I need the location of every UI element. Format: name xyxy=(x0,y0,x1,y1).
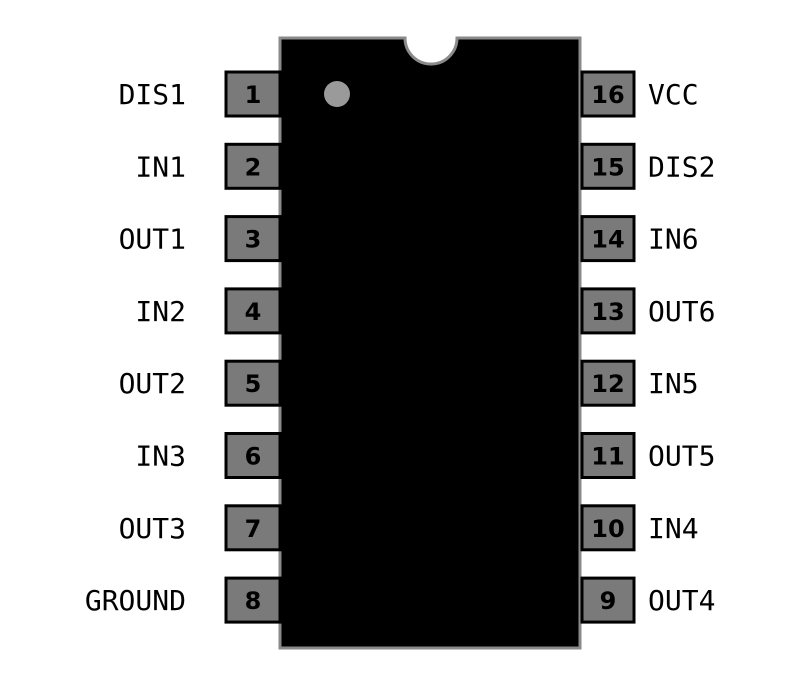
chip-body xyxy=(278,36,582,650)
pin-14-lead xyxy=(580,215,636,263)
pin-label: DIS2 xyxy=(648,150,715,183)
pin-7: 7 OUT3 xyxy=(119,504,282,552)
pin-10: 10 IN4 xyxy=(580,504,699,552)
pin-label: DIS1 xyxy=(119,78,186,111)
pin-number: 13 xyxy=(591,298,624,326)
pin-number: 5 xyxy=(245,370,262,398)
pin-1: 1 DIS1 xyxy=(119,70,282,118)
pin-16: 16 VCC xyxy=(580,70,699,118)
pin-number: 3 xyxy=(245,226,262,254)
pin-label: IN2 xyxy=(135,295,186,328)
pin-2: 2 IN1 xyxy=(135,142,282,190)
pin-3-lead xyxy=(224,215,282,263)
pin-16-lead xyxy=(580,70,636,118)
pin-5-lead xyxy=(224,359,282,407)
pin-12: 12 IN5 xyxy=(580,359,699,407)
pin-label: OUT4 xyxy=(648,584,715,617)
pin-8: 8 GROUND xyxy=(85,576,282,624)
pin-15-lead xyxy=(580,142,636,190)
right-pin-column: 16 VCC 15 DIS2 14 IN6 13 OUT6 12 IN5 11 OUT5 10 IN4 9 O… xyxy=(580,70,715,624)
pin-13: 13 OUT6 xyxy=(580,287,715,335)
pin-label: OUT5 xyxy=(648,440,715,473)
pin-number: 7 xyxy=(245,515,262,543)
pin-number: 8 xyxy=(245,587,262,615)
pin-label: OUT1 xyxy=(119,223,186,256)
pin-11: 11 OUT5 xyxy=(580,432,715,479)
pin-label: OUT6 xyxy=(648,295,715,328)
pin-number: 2 xyxy=(245,153,262,181)
pin-5: 5 OUT2 xyxy=(119,359,282,407)
pin-number: 9 xyxy=(600,587,617,615)
pin-9-lead xyxy=(580,576,636,624)
pin-number: 10 xyxy=(591,515,624,543)
pin-13-lead xyxy=(580,287,636,335)
pin-label: IN5 xyxy=(648,367,699,400)
pin-number: 11 xyxy=(591,443,624,471)
pin-12-lead xyxy=(580,359,636,407)
pin-11-lead xyxy=(580,432,636,479)
pin-number: 12 xyxy=(591,370,624,398)
pin-label: VCC xyxy=(648,78,699,111)
pin-label: IN3 xyxy=(135,440,186,473)
pin-4: 4 IN2 xyxy=(135,287,282,335)
pin-14: 14 IN6 xyxy=(580,215,699,263)
pin-label: IN6 xyxy=(648,223,699,256)
pin-label: OUT3 xyxy=(119,512,186,545)
pin-label: OUT2 xyxy=(119,367,186,400)
pin-number: 16 xyxy=(591,81,624,109)
left-pin-column: 1 DIS1 2 IN1 3 OUT1 4 IN2 5 OUT2 6 IN3 7 OUT3 8 GROUND xyxy=(85,70,282,624)
pin-9: 9 OUT4 xyxy=(580,576,715,624)
pin-label: GROUND xyxy=(85,584,186,617)
pin-label: IN1 xyxy=(135,150,186,183)
pin-7-lead xyxy=(224,504,282,552)
pin-number: 1 xyxy=(245,81,262,109)
pin-6: 6 IN3 xyxy=(135,432,282,479)
pin-10-lead xyxy=(580,504,636,552)
pin-6-lead xyxy=(224,432,282,479)
pin-4-lead xyxy=(224,287,282,335)
pin-number: 6 xyxy=(245,443,262,471)
pin-2-lead xyxy=(224,142,282,190)
pin1-indicator-dot xyxy=(324,81,350,107)
pin-15: 15 DIS2 xyxy=(580,142,715,190)
pin-label: IN4 xyxy=(648,512,699,545)
pin-8-lead xyxy=(224,576,282,624)
pin-1-lead xyxy=(224,70,282,118)
pin-3: 3 OUT1 xyxy=(119,215,282,263)
pin-number: 15 xyxy=(591,153,624,181)
pin-number: 14 xyxy=(591,226,624,254)
pin-number: 4 xyxy=(245,298,262,326)
